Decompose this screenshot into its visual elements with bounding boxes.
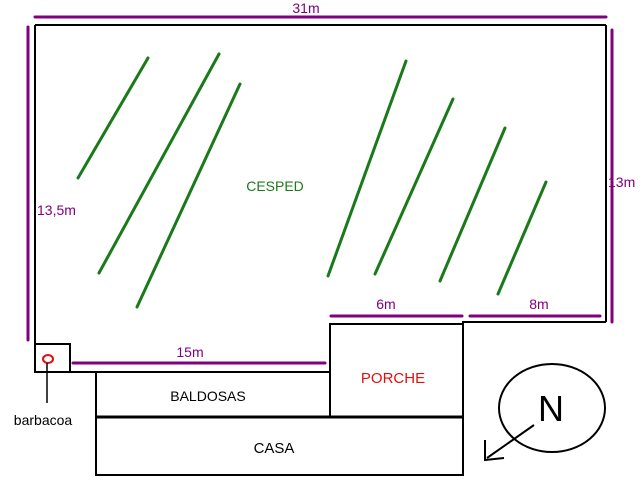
grass-stroke — [438, 126, 507, 283]
plot-outline — [34, 24, 607, 373]
grass-stroke — [326, 59, 408, 278]
tiles-label: BALDOSAS — [170, 388, 245, 404]
grass-stroke — [373, 97, 455, 276]
compass-circle — [498, 363, 606, 453]
house-label: CASA — [254, 440, 295, 457]
north-label: N — [538, 388, 564, 429]
lawn-label: CESPED — [246, 178, 304, 194]
dim-label-top: 31m — [292, 0, 319, 16]
barbecue-box — [34, 343, 71, 373]
dim-label-right-segment: 8m — [529, 296, 548, 312]
grass-stroke — [496, 180, 548, 296]
grass-strokes — [76, 52, 548, 309]
grass-stroke — [97, 52, 221, 275]
arrow-southwest-icon — [486, 424, 535, 459]
grass-stroke — [76, 56, 150, 180]
dim-label-left: 13,5m — [37, 202, 76, 218]
dimension-labels: 31m 13,5m 13m 6m 8m 15m — [37, 0, 635, 360]
barbecue-label: barbacoa — [14, 412, 73, 428]
arrow-head — [484, 440, 505, 462]
dim-label-bottom: 15m — [176, 344, 203, 360]
compass: N — [484, 363, 606, 462]
grass-stroke — [135, 82, 242, 309]
barbecue-mark — [42, 354, 54, 364]
porch-label: PORCHE — [361, 370, 425, 387]
dimension-lines — [26, 15, 614, 365]
dim-label-right: 13m — [608, 174, 635, 190]
dim-label-porch: 6m — [376, 296, 395, 312]
